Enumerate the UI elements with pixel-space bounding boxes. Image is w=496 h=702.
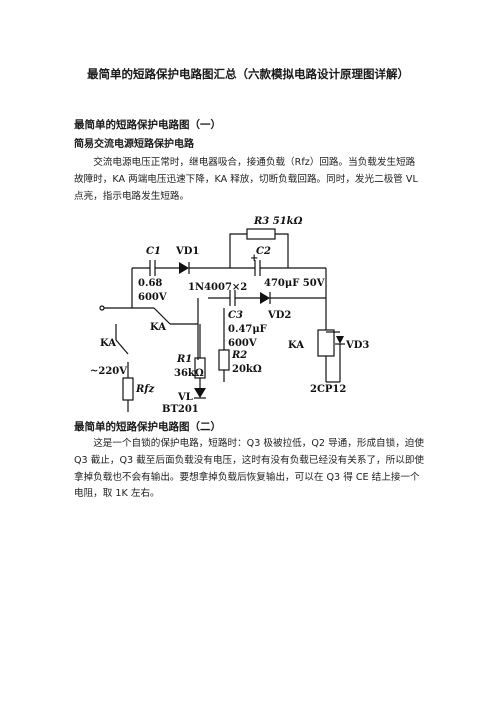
c3-label: C3 (228, 310, 243, 321)
rfz-label: Rfz (135, 384, 155, 395)
vl-type: BT201 (162, 404, 199, 415)
vd3-type: 2CP12 (310, 384, 346, 395)
c2-value: 470μF 50V (264, 278, 325, 289)
relay-coil-ka (317, 329, 335, 357)
zener-vd3 (336, 336, 344, 344)
ka-coil-label: KA (288, 340, 304, 351)
source-label: ~220V (90, 366, 127, 377)
ka-switch-label: KA (100, 338, 116, 349)
document-title: 最简单的短路保护电路图汇总（六款模拟电路设计原理图详解） (87, 67, 409, 81)
section1-heading: 最简单的短路保护电路图（一） (74, 119, 221, 131)
c2-plus: + (250, 253, 258, 264)
circuit-wires (99, 228, 345, 412)
c1-label: C1 (146, 246, 161, 257)
r2-value: 20kΩ (232, 364, 262, 375)
section1-subheading: 简易交流电源短路保护电路 (74, 139, 194, 150)
ka-relay-contact (153, 307, 171, 325)
r3-label: R3 51kΩ (253, 216, 303, 227)
c3-value-1: 0.47μF (228, 324, 267, 335)
vd3-label: VD3 (345, 340, 369, 351)
section2-paragraph: 这是一个自锁的保护电路，短路时：Q3 极被拉低，Q2 导通，形成自锁，迫使 Q3… (74, 438, 425, 500)
vd1-label: VD1 (175, 246, 199, 257)
diode-vd2 (260, 292, 270, 304)
c2-label: C2 (256, 246, 271, 257)
section1-paragraph: 交流电源电压正常时，继电器吸合，接通负载（Rfz）回路。当负载发生短路故障时，K… (74, 157, 418, 202)
vd2-label: VD2 (267, 310, 291, 321)
c1-value-1: 0.68 (138, 278, 162, 289)
c1-value-2: 600V (138, 292, 167, 303)
r2-label: R2 (231, 350, 247, 361)
diode-type: 1N4007×2 (188, 282, 247, 293)
circuit-diagram: R3 51kΩ C1 VD1 C2 + 0.68 600V 1N4007×2 4… (90, 216, 369, 415)
resistor-r2 (218, 349, 230, 371)
vl-label: VL (177, 392, 193, 403)
section2-heading: 最简单的短路保护电路图（二） (74, 421, 221, 433)
led-vl (194, 388, 206, 398)
r1-value: 36kΩ (174, 368, 204, 379)
diode-vd1 (179, 262, 189, 274)
resistor-r3 (246, 228, 276, 240)
ka-contact-label: KA (150, 322, 166, 333)
c3-value-2: 600V (228, 338, 257, 349)
r1-label: R1 (176, 354, 192, 365)
resistor-rfz (122, 377, 134, 401)
